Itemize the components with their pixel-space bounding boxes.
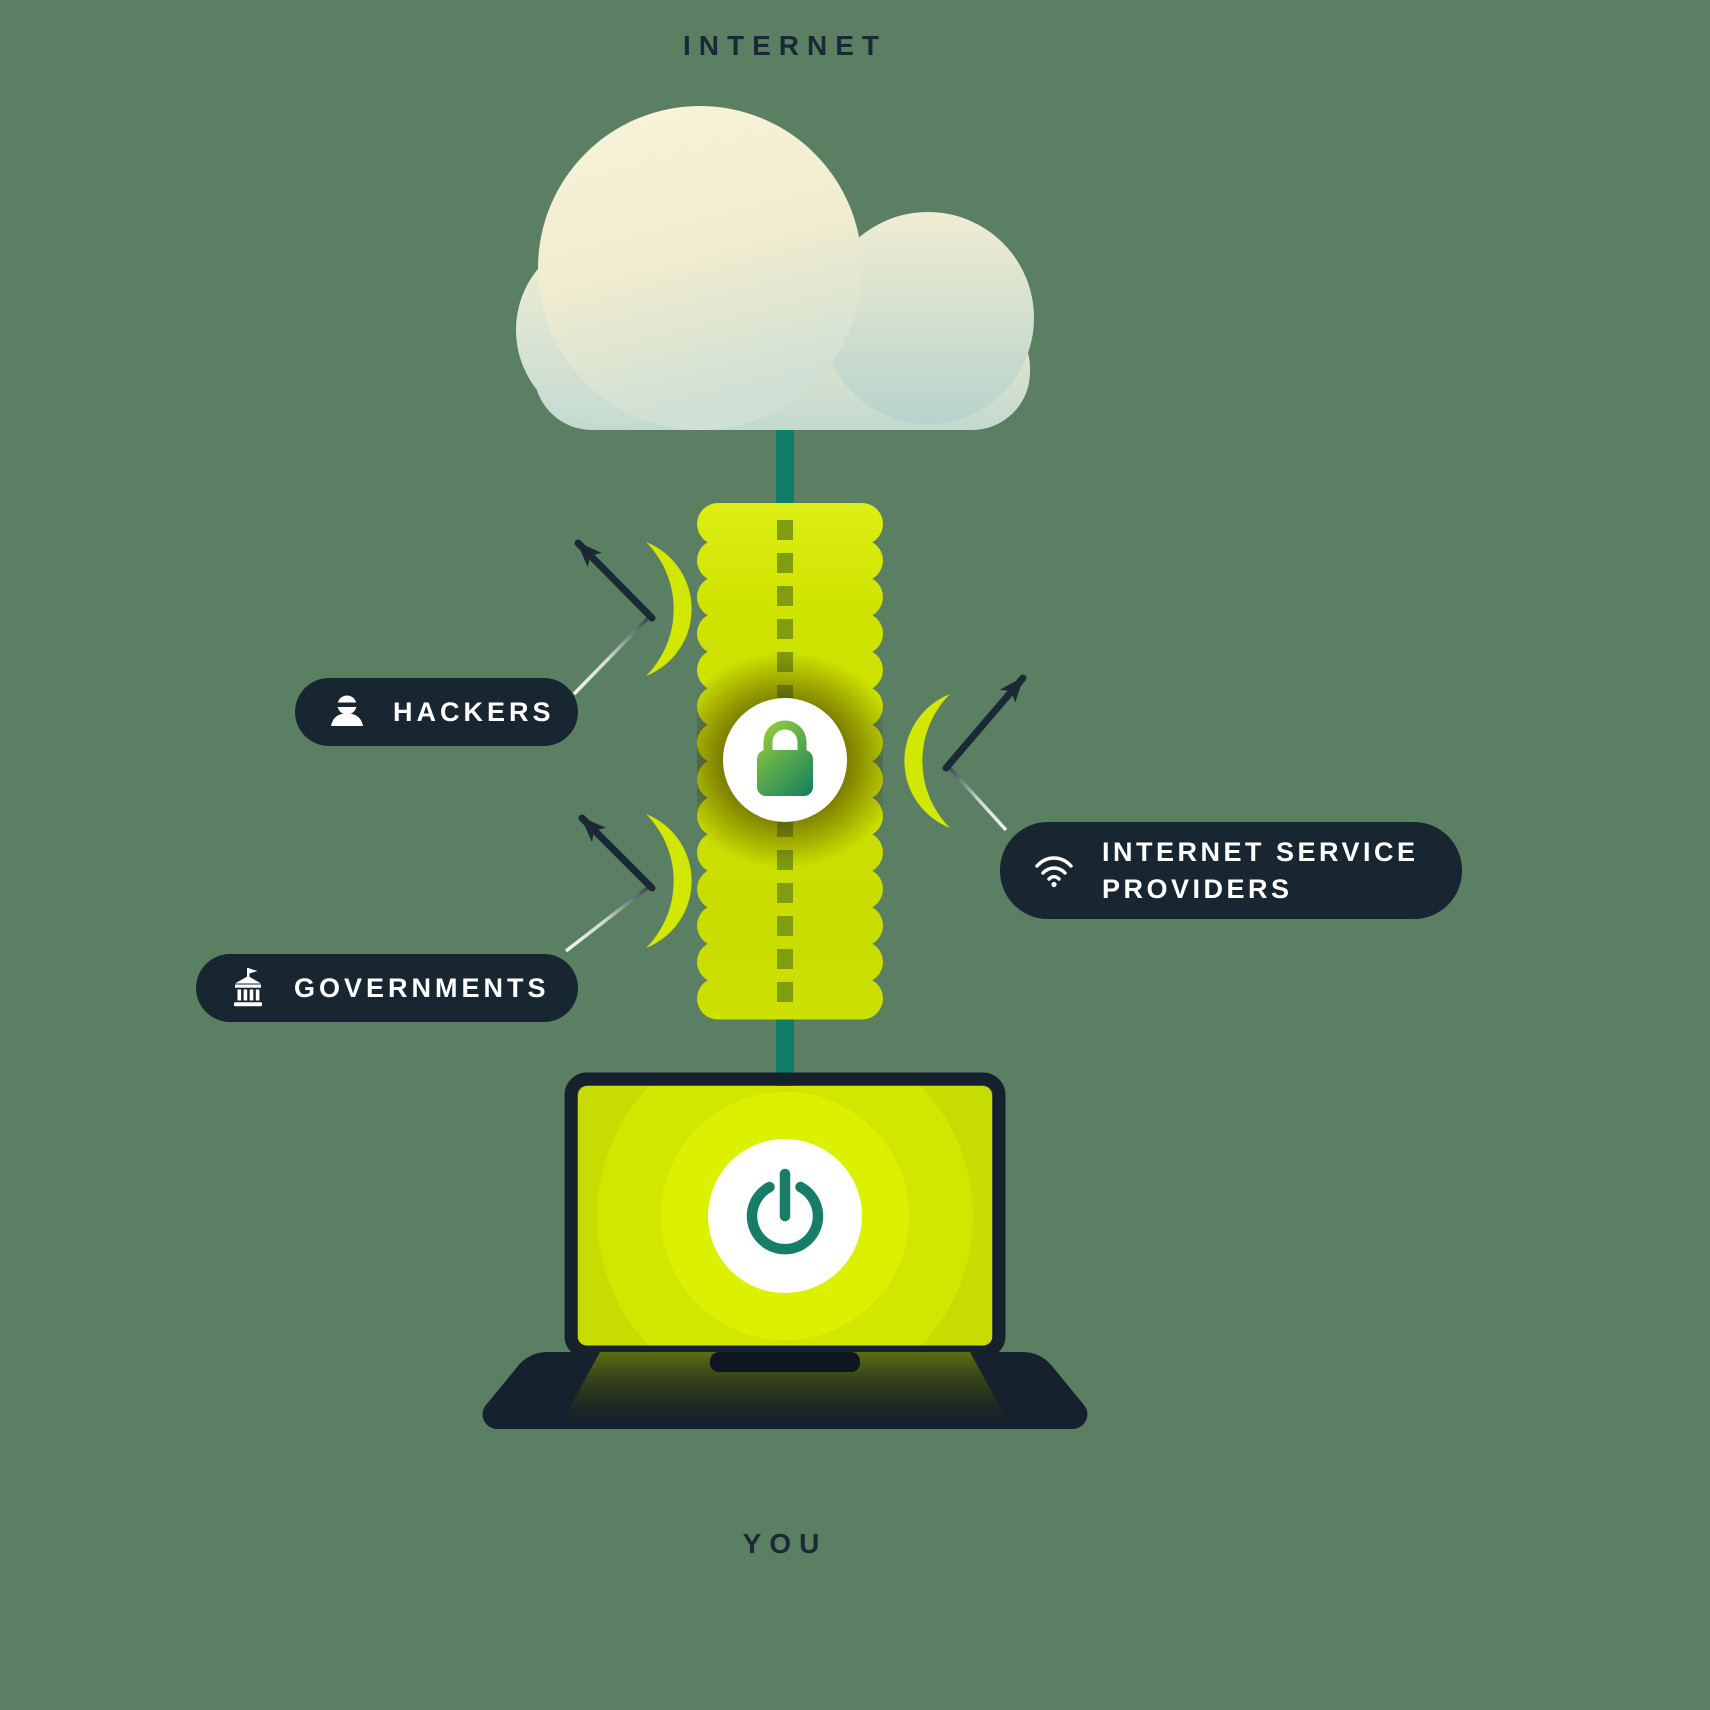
- isp-badge: INTERNET SERVICE PROVIDERS: [1000, 822, 1462, 919]
- threat-arrows: [564, 539, 1027, 953]
- bounce-arrow-governments: [578, 814, 656, 892]
- bounce-arrow-isp: [942, 674, 1027, 772]
- government-icon: [226, 966, 270, 1010]
- laptop-illustration: [482, 1072, 1088, 1429]
- laptop-keyboard-glow: [558, 1352, 1012, 1429]
- threat-line-isp: [946, 764, 1008, 832]
- internet-label: INTERNET: [683, 30, 887, 61]
- you-label: YOU: [742, 1528, 828, 1559]
- deflector-crescent-governments: [646, 814, 692, 948]
- governments-badge-label: GOVERNMENTS: [294, 972, 550, 1003]
- isp-badge-label-line1: INTERNET SERVICE: [1102, 836, 1419, 867]
- wifi-icon: [1030, 851, 1078, 891]
- lock-icon: [757, 720, 813, 796]
- isp-badge-label-line2: PROVIDERS: [1102, 873, 1293, 904]
- deflector-crescent-isp: [904, 694, 950, 828]
- governments-badge: GOVERNMENTS: [196, 954, 578, 1022]
- hackers-badge: HACKERS: [295, 678, 578, 746]
- hackers-badge-label: HACKERS: [393, 696, 555, 727]
- laptop-hinge-notch: [710, 1352, 860, 1372]
- deflector-crescents: [646, 542, 950, 948]
- isp-badge-label: INTERNET SERVICE PROVIDERS: [1102, 834, 1419, 908]
- internet-cloud-illustration: [516, 106, 1034, 430]
- threat-line-hackers: [572, 614, 652, 696]
- deflector-crescent-hackers: [646, 542, 692, 676]
- power-icon: [746, 1168, 824, 1255]
- hacker-icon: [325, 690, 369, 734]
- bounce-arrow-hackers: [574, 539, 656, 622]
- data-line: [776, 415, 794, 1090]
- threat-line-governments: [564, 884, 652, 953]
- encryption-lock-badge: [723, 698, 847, 822]
